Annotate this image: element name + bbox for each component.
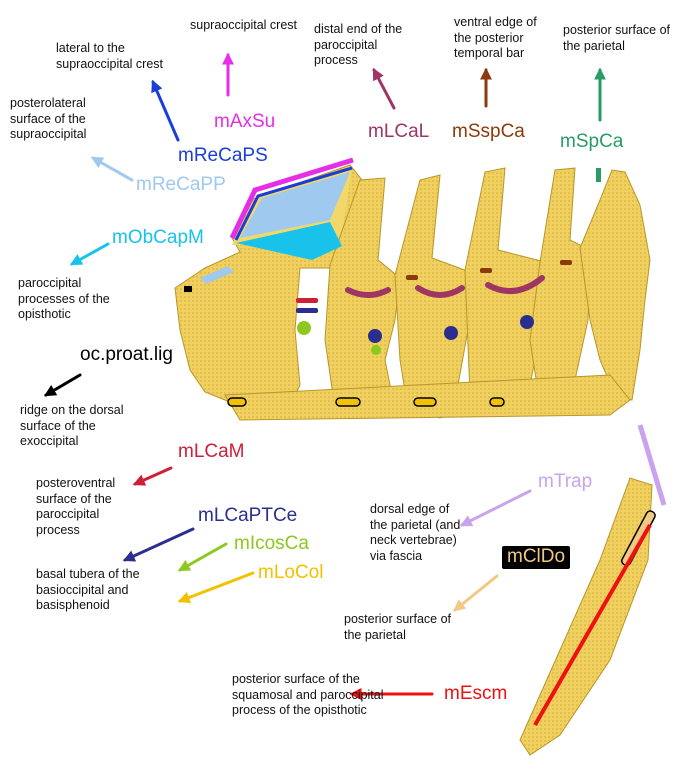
mLCaPTCe-attachment xyxy=(296,308,318,313)
mClDo-description: posterior surface of the parietal xyxy=(344,612,451,642)
mSpCa-description: posterior surface of the parietal xyxy=(563,23,670,53)
mClDo-label: mClDo xyxy=(502,546,571,569)
mSspCa-mark-2 xyxy=(480,268,492,273)
mLCaPTCe-label: mLCaPTCe xyxy=(198,505,298,526)
vertebra-dot-3 xyxy=(520,315,534,329)
oc-proat-lig-description: ridge on the dorsal surface of the exocc… xyxy=(20,403,124,449)
mReCaPP-attachment xyxy=(240,172,350,238)
mObCapM-attachment xyxy=(236,222,342,260)
mReCaPS-attachment xyxy=(234,166,353,241)
mLoCol-label: mLoCol xyxy=(258,562,324,583)
mIcosCa-dot-1 xyxy=(297,321,311,335)
vertebra-dot-1 xyxy=(368,329,382,343)
mLCaM-arrow xyxy=(132,466,173,486)
mLoCol-pill-1 xyxy=(227,397,247,407)
mTrap-attachment xyxy=(637,424,667,506)
attachment-marks xyxy=(184,157,667,726)
oc-proat-lig-arrow xyxy=(43,373,82,397)
mReCaPP-label: mReCaPP xyxy=(136,174,226,195)
oc-proat-lig-label: oc.proat.lig xyxy=(80,344,173,365)
mLoCol-pill-3 xyxy=(413,397,437,407)
mObCapM-arrow xyxy=(69,242,110,266)
mTrap-label: mTrap xyxy=(538,471,593,492)
mLCaL-arc-2 xyxy=(415,285,465,298)
mIcosCa-dot-2 xyxy=(371,345,381,355)
mSspCa-mark-1 xyxy=(406,275,418,280)
mReCaPP-arrow xyxy=(90,156,134,182)
mReCaPS-arrow xyxy=(151,79,180,142)
mObCapM-label: mObCapM xyxy=(112,227,204,248)
mLoCol-pill-2 xyxy=(335,397,361,407)
mIcosCa-label: mIcosCa xyxy=(234,533,309,554)
mTrap-description: dorsal edge of the parietal (and neck ve… xyxy=(370,502,461,563)
skull-and-vertebrae xyxy=(174,164,653,756)
mLCaL-arc-1 xyxy=(345,287,391,298)
mLCaL-description: distal end of the paroccipital process xyxy=(314,22,403,68)
pointer-arrows xyxy=(43,52,606,700)
mLCaL-arc-3 xyxy=(485,275,545,295)
vertebra-dot-2 xyxy=(444,326,458,340)
mSspCa-mark-3 xyxy=(560,260,572,265)
mLCaPTCe-description: basal tubera of the basioccipital and ba… xyxy=(36,567,140,613)
mClDo-arrow xyxy=(453,574,499,612)
mAxSu-attachment xyxy=(229,157,354,240)
paroccipital-strip xyxy=(200,266,234,284)
mLCaM-description: posteroventral surface of the paroccipit… xyxy=(36,476,116,537)
mLCaL-arrow xyxy=(372,67,396,110)
mReCaPP-description: posterolateral surface of the supraoccip… xyxy=(10,96,87,142)
vertebra-5 xyxy=(579,169,651,401)
mIcosCa-arrow xyxy=(177,542,228,572)
mLCaM-attachment xyxy=(296,298,318,303)
mAxSu-label: mAxSu xyxy=(214,111,276,132)
mLoCol-pill-4 xyxy=(489,397,505,407)
mSpCa-label: mSpCa xyxy=(560,131,624,152)
mSpCa-mark xyxy=(596,168,601,182)
oc-proat-lig-attachment xyxy=(184,286,192,292)
mSspCa-description: ventral edge of the posterior temporal b… xyxy=(454,15,537,61)
mLCaL-label: mLCaL xyxy=(368,121,430,142)
mLoCol-arrow xyxy=(177,571,255,604)
mReCaPS-label: mReCaPS xyxy=(178,145,268,166)
mObCapM-description: paroccipital processes of the opisthotic xyxy=(18,276,110,322)
mSspCa-label: mSspCa xyxy=(452,121,525,142)
mLCaPTCe-arrow xyxy=(122,527,195,562)
mAxSu-description: supraoccipital crest xyxy=(190,18,297,32)
vertebra-4 xyxy=(529,167,591,411)
mLCaM-label: mLCaM xyxy=(178,441,245,462)
mReCaPS-description: lateral to the supraoccipital crest xyxy=(56,41,163,71)
mEscm-attachment xyxy=(533,524,652,726)
mTrap-arrow xyxy=(459,489,532,527)
mEscm-label: mEscm xyxy=(444,683,508,704)
mEscm-description: posterior surface of the squamosal and p… xyxy=(232,672,384,718)
